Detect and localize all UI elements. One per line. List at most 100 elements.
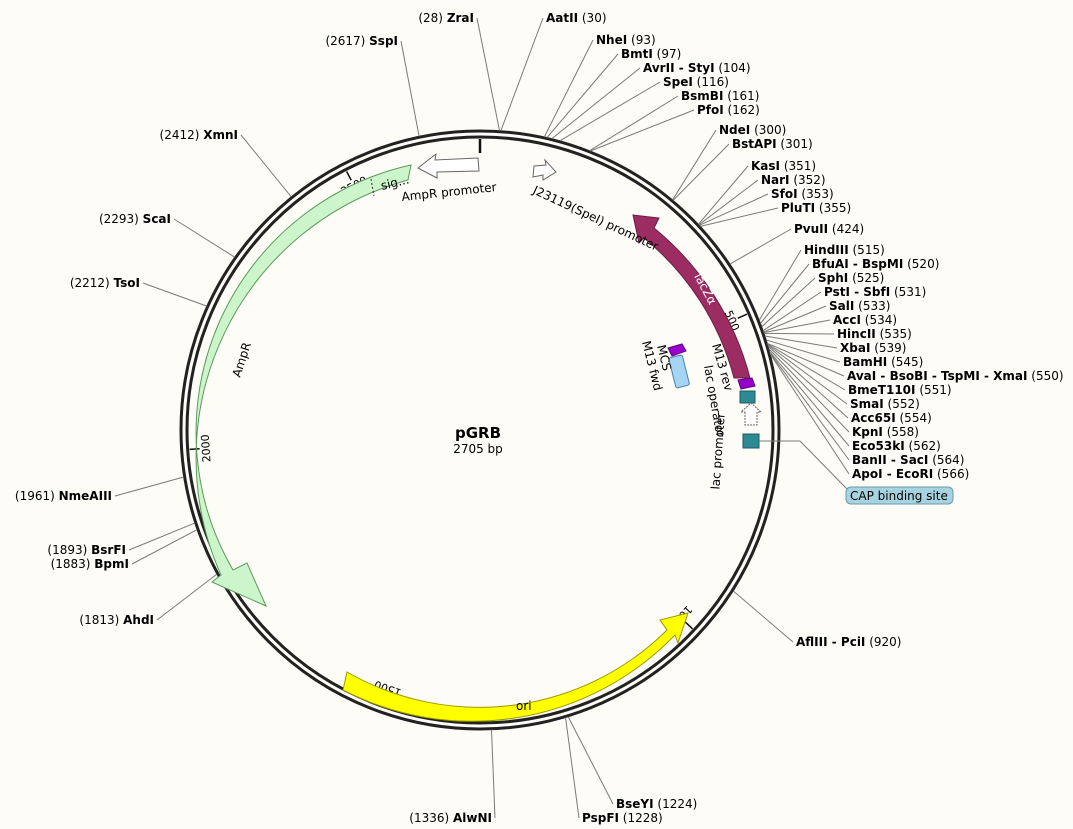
site-leader-line xyxy=(763,319,831,334)
site-name: BsmBI xyxy=(681,89,723,103)
site-label[interactable]: AccI (534) xyxy=(833,313,897,327)
feature-lac-promoter[interactable] xyxy=(739,402,763,426)
site-label[interactable]: SmaI (552) xyxy=(850,397,920,411)
feature-ori[interactable] xyxy=(342,612,689,722)
site-position: (1336) xyxy=(409,811,453,825)
site-name: PspFI xyxy=(582,811,619,825)
site-position: (162) xyxy=(724,103,760,117)
site-label[interactable]: BmeT110I (551) xyxy=(848,383,952,397)
site-position: (93) xyxy=(627,33,655,47)
feature-j23119-promoter[interactable] xyxy=(532,158,557,181)
site-label[interactable]: Eco53kI (562) xyxy=(852,439,941,453)
site-label[interactable]: (1813) AhdI xyxy=(79,613,154,627)
feature-mcs[interactable] xyxy=(668,354,690,389)
site-label[interactable]: PvuII (424) xyxy=(794,222,864,236)
feature-m13-rev[interactable] xyxy=(737,377,756,390)
site-label[interactable]: NheI (93) xyxy=(596,33,656,47)
site-label[interactable]: BstAPI (301) xyxy=(732,137,813,151)
site-label[interactable]: (1893) BsrFI xyxy=(47,543,126,557)
site-label[interactable]: SpeI (116) xyxy=(663,75,729,89)
site-label[interactable]: NdeI (300) xyxy=(719,123,786,137)
site-label[interactable]: PspFI (1228) xyxy=(582,811,663,825)
site-label[interactable]: (1336) AlwNI xyxy=(409,811,492,825)
site-label[interactable]: PfoI (162) xyxy=(697,103,760,117)
tick-mark xyxy=(345,171,352,181)
site-name: BanII - SacI xyxy=(852,453,928,467)
site-name: XbaI xyxy=(840,341,870,355)
site-label[interactable]: HindIII (515) xyxy=(804,243,885,257)
site-position: (554) xyxy=(896,411,932,425)
site-leader-line xyxy=(769,353,850,475)
site-label[interactable]: BamHI (545) xyxy=(843,355,923,369)
site-label[interactable]: HincII (535) xyxy=(837,327,912,341)
site-label[interactable]: XbaI (539) xyxy=(840,341,907,355)
site-position: (1224) xyxy=(654,797,698,811)
site-position: (535) xyxy=(876,327,912,341)
site-label[interactable]: (28) ZraI xyxy=(418,11,474,25)
feature-m13-fwd[interactable] xyxy=(667,343,687,357)
site-label[interactable]: (2412) XmnI xyxy=(160,128,238,142)
site-label[interactable]: SalI (533) xyxy=(829,299,890,313)
site-leader-line xyxy=(590,109,695,152)
site-label[interactable]: Acc65I (554) xyxy=(851,411,932,425)
site-leader-line xyxy=(156,573,218,621)
site-position: (1228) xyxy=(619,811,663,825)
site-position: (1961) xyxy=(15,489,59,503)
site-label[interactable]: BanII - SacI (564) xyxy=(852,453,964,467)
site-name: BamHI xyxy=(843,355,887,369)
feature-lacz[interactable] xyxy=(632,214,751,379)
site-position: (352) xyxy=(790,173,826,187)
site-leader-line xyxy=(142,282,207,307)
feature-cap-site[interactable] xyxy=(742,433,760,449)
site-leader-line xyxy=(762,291,822,332)
feature-ampr[interactable] xyxy=(195,164,412,607)
site-label[interactable]: ApoI - EcoRI (566) xyxy=(852,467,969,481)
label-ampr-promoter: AmpR promoter xyxy=(401,180,497,204)
site-leader-line xyxy=(729,228,792,265)
site-label[interactable]: AflIII - PciI (920) xyxy=(796,635,902,649)
site-label[interactable]: AvaI - BsoBI - TspMI - XmaI (550) xyxy=(847,369,1064,383)
site-name: KpnI xyxy=(852,425,883,439)
site-label[interactable]: BsmBI (161) xyxy=(681,89,760,103)
site-label[interactable]: (1961) NmeAIII xyxy=(15,489,112,503)
site-leader-line xyxy=(672,129,717,201)
site-label[interactable]: (2293) ScaI xyxy=(99,212,171,226)
site-position: (558) xyxy=(883,425,919,439)
site-label[interactable]: KpnI (558) xyxy=(852,425,919,439)
site-label[interactable]: SfoI (353) xyxy=(771,187,834,201)
site-leader-line xyxy=(764,335,838,349)
site-leader-line xyxy=(476,17,500,131)
site-label[interactable]: BmtI (97) xyxy=(621,47,681,61)
site-label[interactable]: SphI (525) xyxy=(818,271,884,285)
site-name: ScaI xyxy=(143,212,171,226)
site-position: (515) xyxy=(849,243,885,257)
site-leader-line xyxy=(761,277,816,328)
site-label[interactable]: BseYI (1224) xyxy=(616,797,697,811)
plasmid-length: 2705 bp xyxy=(453,442,503,456)
site-name: NdeI xyxy=(719,123,750,137)
feature-ampr-promoter[interactable] xyxy=(417,152,480,179)
site-label[interactable]: PluTI (355) xyxy=(781,201,851,215)
backbone-outer xyxy=(179,129,781,731)
site-label[interactable]: AvrII - StyI (104) xyxy=(643,61,751,75)
site-leader-line xyxy=(131,529,198,565)
site-label[interactable]: PstI - SbfI (531) xyxy=(824,285,926,299)
feature-lac-operator[interactable] xyxy=(739,390,756,404)
site-position: (533) xyxy=(854,299,890,313)
site-name: PfoI xyxy=(697,103,724,117)
site-name: HincII xyxy=(837,327,876,341)
site-label[interactable]: (1883) BpmI xyxy=(51,557,129,571)
site-label[interactable]: NarI (352) xyxy=(761,173,826,187)
site-name: NheI xyxy=(596,33,627,47)
site-label[interactable]: AatII (30) xyxy=(546,11,607,25)
site-leader-line xyxy=(543,39,594,138)
site-position: (2412) xyxy=(160,128,204,142)
site-name: BmtI xyxy=(621,47,653,61)
site-label[interactable]: KasI (351) xyxy=(751,159,816,173)
site-label[interactable]: BfuAI - BspMI (520) xyxy=(812,257,939,271)
site-position: (424) xyxy=(828,222,864,236)
site-label[interactable]: (2617) SspI xyxy=(325,34,398,48)
cap-site-badge[interactable] xyxy=(845,486,954,505)
site-label[interactable]: (2212) TsoI xyxy=(70,276,140,290)
site-leader-line xyxy=(699,193,769,226)
